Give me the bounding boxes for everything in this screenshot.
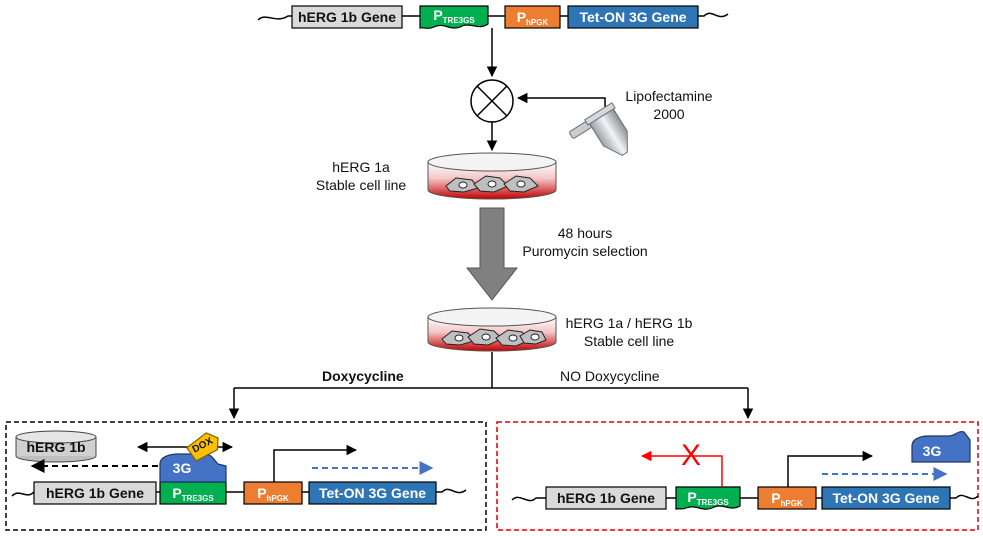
right-hpgk-promoter-label: PhPGK bbox=[758, 487, 816, 515]
dox-panel-frame bbox=[5, 421, 487, 531]
teton-gene-box bbox=[567, 5, 699, 29]
top-hpgk-sub: hPGK bbox=[526, 18, 549, 27]
dish1-line1: hERG 1a bbox=[332, 159, 390, 175]
right-teton-gene-label: Tet-ON 3G Gene bbox=[832, 490, 940, 506]
branch-lines bbox=[228, 352, 754, 420]
selection-big-arrow bbox=[465, 207, 519, 301]
no-doxycycline-branch-label: NO Doxycycline bbox=[560, 368, 660, 384]
activator-3g-free-shape bbox=[911, 431, 971, 463]
dish1-line2: Stable cell line bbox=[315, 177, 407, 193]
dish2-line2: Stable cell line bbox=[583, 333, 675, 349]
dish2-label: hERG 1a / hERG 1b Stable cell line bbox=[554, 314, 704, 350]
top-construct bbox=[257, 5, 729, 29]
culture-dish-1 bbox=[427, 152, 557, 200]
right-hpgk-sub: hPGK bbox=[780, 499, 803, 508]
left-tre-sub: TRE3GS bbox=[181, 494, 214, 503]
no-dox-panel-frame bbox=[496, 421, 979, 531]
dox-tag-shape bbox=[186, 432, 219, 462]
selection-label: 48 hours Puromycin selection bbox=[520, 224, 650, 260]
lipofectamine-label: Lipofectamine 2000 bbox=[614, 87, 724, 123]
doxycycline-branch-label: Doxycycline bbox=[322, 368, 404, 384]
tube-icon bbox=[569, 102, 628, 156]
selection-line1: 48 hours bbox=[557, 225, 613, 241]
left-hpgk-p: P bbox=[257, 485, 267, 501]
lipofectamine-arrow bbox=[516, 92, 606, 112]
dish1-label: hERG 1a Stable cell line bbox=[296, 158, 426, 194]
herg1b-gene-box bbox=[291, 5, 403, 29]
left-hpgk-promoter-label: PhPGK bbox=[244, 482, 302, 510]
right-panel-graphics bbox=[511, 431, 979, 510]
dish2-line1: hERG 1a / hERG 1b bbox=[565, 315, 693, 331]
left-herg1b-gene-label: hERG 1b Gene bbox=[45, 485, 145, 501]
top-herg1b-gene-label: hERG 1b Gene bbox=[297, 9, 397, 25]
selection-line2: Puromycin selection bbox=[522, 243, 648, 259]
left-tre-p: P bbox=[172, 485, 182, 501]
blocked-transcription-mark: X bbox=[680, 439, 701, 472]
top-hpgk-promoter-label: PhPGK bbox=[505, 6, 560, 34]
right-hpgk-p: P bbox=[771, 490, 781, 506]
right-tre-sub: TRE3GS bbox=[696, 498, 729, 507]
right-tre-p: P bbox=[687, 489, 697, 505]
left-teton-gene-label: Tet-ON 3G Gene bbox=[318, 485, 427, 501]
top-teton-gene-label: Tet-ON 3G Gene bbox=[579, 9, 687, 25]
top-tre-p: P bbox=[433, 7, 443, 23]
left-tre-promoter-label: PTRE3GS bbox=[160, 482, 226, 510]
left-hpgk-sub: hPGK bbox=[266, 494, 289, 503]
right-activator-label: 3G bbox=[922, 443, 942, 459]
lipofectamine-line1: Lipofectamine bbox=[625, 88, 713, 104]
left-activator-label: 3G bbox=[172, 460, 192, 476]
top-tre-promoter-label: PTRE3GS bbox=[420, 4, 488, 32]
left-panel-graphics bbox=[11, 430, 467, 505]
right-herg1b-gene-label: hERG 1b Gene bbox=[556, 490, 656, 506]
top-hpgk-p: P bbox=[516, 9, 527, 25]
top-tre-sub: TRE3GS bbox=[442, 16, 475, 25]
hpgk-promoter-box bbox=[504, 5, 561, 29]
herg1b-protein-label: hERG 1b bbox=[26, 439, 86, 455]
tre3gs-promoter-box bbox=[419, 5, 489, 29]
mixing-symbol bbox=[470, 79, 514, 123]
culture-dish-2 bbox=[427, 307, 557, 352]
lipofectamine-line2: 2000 bbox=[653, 106, 685, 122]
right-tre-promoter-label: PTRE3GS bbox=[676, 486, 740, 514]
